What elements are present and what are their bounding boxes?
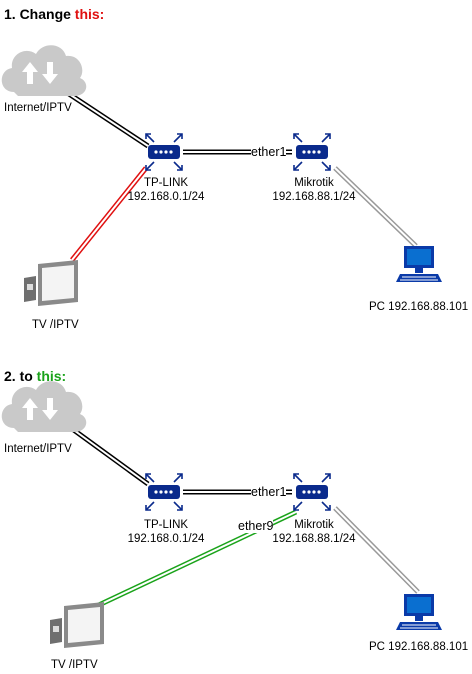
tplink-ip: 192.168.0.1/24 [127,191,205,203]
tplink-ip: 192.168.0.1/24 [127,533,205,545]
router-icon [293,473,331,511]
tplink-label: TP-LINK 192.168.0.1/24 [122,518,210,546]
internet-label: Internet/IPTV [4,443,72,455]
tv-label: TV /IPTV [32,319,79,331]
uplink-port-label: ether1 [251,145,287,159]
mikrotik-ip: 192.168.88.1/24 [272,191,356,203]
tplink-name: TP-LINK [143,177,189,189]
router-icon [293,133,331,171]
pc-label: PC 192.168.88.101 [369,641,469,653]
section-2-heading-highlight: this: [36,368,67,384]
tplink-name: TP-LINK [143,519,189,531]
pc-icon [395,593,443,631]
tv-label: TV /IPTV [51,659,98,671]
router-icon [145,133,183,171]
tplink-label: TP-LINK 192.168.0.1/24 [122,176,210,204]
tv-icon [50,602,104,648]
mikrotik-label: Mikrotik 192.168.88.1/24 [268,176,360,204]
pc-label: PC 192.168.88.101 [369,301,469,313]
section-1-heading-prefix: 1. Change [4,6,75,22]
pc-icon [395,245,443,283]
section-1-heading: 1. Change this: [4,6,104,22]
mikrotik-name: Mikrotik [294,177,334,189]
tv-port-label: ether9 [238,519,274,533]
cloud-icon [1,45,87,96]
section-2-heading-prefix: 2. to [4,368,37,384]
section-2-links [58,417,420,615]
cloud-icon [1,381,87,432]
section-1-links [58,85,418,262]
section-2-heading: 2. to this: [4,368,66,384]
internet-label: Internet/IPTV [4,102,72,114]
mikrotik-label: Mikrotik 192.168.88.1/24 [268,518,360,546]
router-icon [145,473,183,511]
section-1-heading-highlight: this: [74,6,105,22]
mikrotik-ip: 192.168.88.1/24 [272,533,356,545]
tv-icon [24,260,78,306]
mikrotik-name: Mikrotik [294,519,334,531]
uplink-port-label: ether1 [251,485,287,499]
